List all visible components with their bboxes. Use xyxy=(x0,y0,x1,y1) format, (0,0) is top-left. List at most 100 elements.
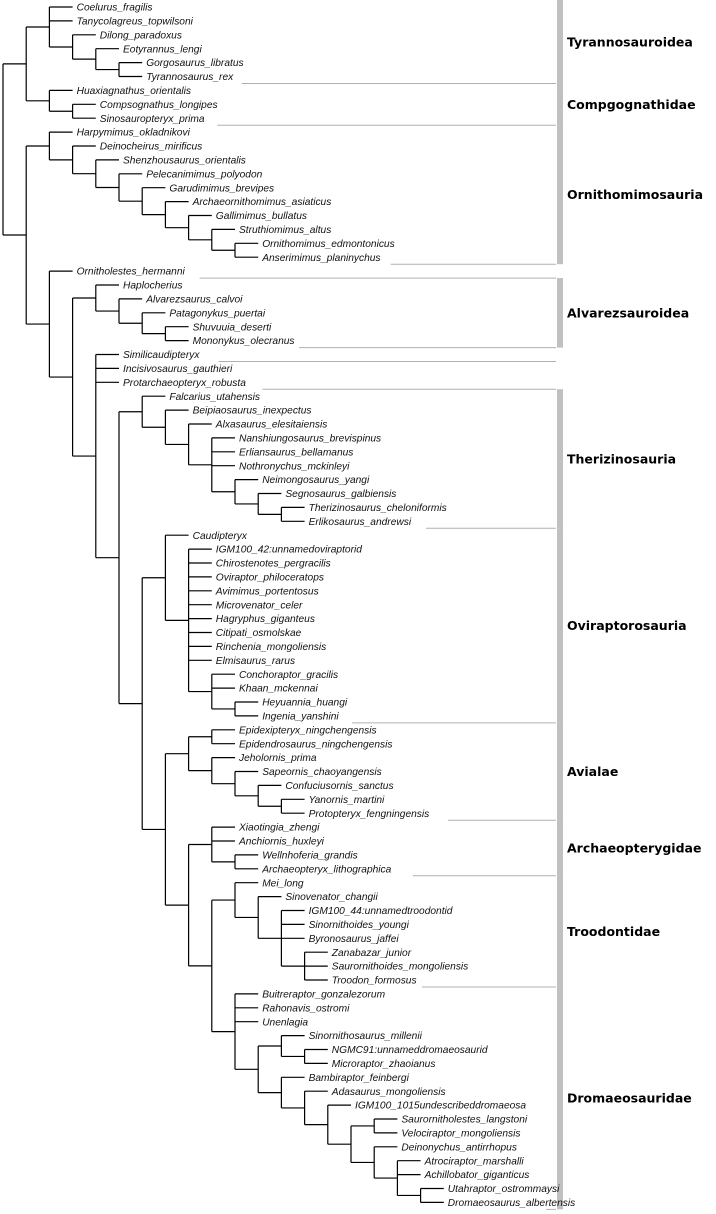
taxon-label-ngmc91-unnameddromaeosaurid: NGMC91:unnameddromaeosaurid xyxy=(332,1045,488,1056)
taxon-label-gallimimus-bullatus: Gallimimus_bullatus xyxy=(216,211,307,222)
taxon-label-wellnhoferia-grandis: Wellnhoferia_grandis xyxy=(262,851,358,862)
taxon-label-epidexipteryx-ningchengensis: Epidexipteryx_ningchengensis xyxy=(239,725,377,736)
taxon-label-troodon-formosus: Troodon_formosus xyxy=(332,976,417,987)
taxon-label-citipati-osmolskae: Citipati_osmolskae xyxy=(216,628,302,639)
taxon-label-beipiaosaurus-inexpectus: Beipiaosaurus_inexpectus xyxy=(193,406,312,417)
taxon-label-alxasaurus-elesitaiensis: Alxasaurus_elesitaiensis xyxy=(215,420,328,431)
taxon-label-avimimus-portentosus: Avimimus_portentosus xyxy=(215,586,319,597)
taxon-label-ornithomimus-edmontonicus: Ornithomimus_edmontonicus xyxy=(262,239,395,250)
tree-edges xyxy=(2,6,444,1204)
taxon-label-sinovenator-changii: Sinovenator_changii xyxy=(285,892,378,903)
taxon-label-heyuannia-huangi: Heyuannia_huangi xyxy=(262,698,348,709)
clade-labels: TyrannosauroideaCompgognathidaeOrnithomi… xyxy=(567,34,703,1105)
taxon-label-anchiornis-huxleyi: Anchiornis_huxleyi xyxy=(238,837,325,848)
taxon-label-shenzhousaurus-orientalis: Shenzhousaurus_orientalis xyxy=(123,156,246,167)
taxon-label-patagonykus-puertai: Patagonykus_puertai xyxy=(169,308,265,319)
taxon-label-microraptor-zhaoianus: Microraptor_zhaoianus xyxy=(332,1059,436,1070)
taxon-label-sapeornis-chaoyangensis: Sapeornis_chaoyangensis xyxy=(262,767,382,778)
taxon-label-dromaeosaurus-albertensis: Dromaeosaurus_albertensis xyxy=(448,1198,575,1209)
taxon-label-haplocherius: Haplocherius xyxy=(123,281,182,292)
taxon-label-dilong-paradoxus: Dilong_paradoxus xyxy=(100,30,182,41)
clade-label-archaeopterygidae: Archaeopterygidae xyxy=(567,840,701,855)
taxon-label-chirostenotes-pergracilis: Chirostenotes_pergracilis xyxy=(216,559,331,570)
taxon-label-rahonavis-ostromi: Rahonavis_ostromi xyxy=(262,1003,350,1014)
taxon-label-tyrannosaurus-rex: Tyrannosaurus_rex xyxy=(146,72,234,83)
taxon-label-atrociraptor-marshalli: Atrociraptor_marshalli xyxy=(424,1156,525,1167)
taxon-label-nothronychus-mckinleyi: Nothronychus_mckinleyi xyxy=(239,461,350,472)
taxon-label-confuciusornis-sanctus: Confuciusornis_sanctus xyxy=(285,781,393,792)
taxon-label-elmisaurus-rarus: Elmisaurus_rarus xyxy=(216,656,295,667)
clade-label-avialae: Avialae xyxy=(567,764,618,779)
clade-label-compgognathidae: Compgognathidae xyxy=(567,97,696,112)
taxon-label-velociraptor-mongoliensis: Velociraptor_mongoliensis xyxy=(401,1129,520,1140)
clade-bar-therizinosauria xyxy=(557,389,563,529)
clade-bar-troodontidae xyxy=(557,875,563,987)
clade-label-therizinosauria: Therizinosauria xyxy=(567,451,676,466)
clade-bars xyxy=(557,0,563,1210)
taxon-label-saurornithoides-mongoliensis: Saurornithoides_mongoliensis xyxy=(332,962,468,973)
clade-label-ornithomimosauria: Ornithomimosauria xyxy=(567,187,703,202)
taxon-label-falcarius-utahensis: Falcarius_utahensis xyxy=(169,392,260,403)
taxon-label-adasaurus-mongoliensis: Adasaurus_mongoliensis xyxy=(331,1087,446,1098)
taxon-label-mei-long: Mei_long xyxy=(262,878,304,889)
clade-separators xyxy=(199,83,556,1210)
clade-bar-avialae xyxy=(557,722,563,821)
taxon-label-achillobator-giganticus: Achillobator_giganticus xyxy=(424,1170,530,1181)
taxon-label-unenlagia: Unenlagia xyxy=(262,1017,308,1028)
taxon-label-sinosauropteryx-prima: Sinosauropteryx_prima xyxy=(100,114,205,125)
taxon-label-incisivosaurus-gauthieri: Incisivosaurus_gauthieri xyxy=(123,364,233,375)
taxon-label-caudipteryx: Caudipteryx xyxy=(193,531,248,542)
taxon-label-microvenator-celer: Microvenator_celer xyxy=(216,600,303,611)
taxon-label-epidendrosaurus-ningchengensis: Epidendrosaurus_ningchengensis xyxy=(239,739,393,750)
taxon-label-khaan-mckennai: Khaan_mckennai xyxy=(239,684,318,695)
taxon-label-rinchenia-mongoliensis: Rinchenia_mongoliensis xyxy=(216,642,326,653)
taxon-label-igm100-42-unnamedoviraptorid: IGM100_42:unnamedoviraptorid xyxy=(216,545,362,556)
taxon-label-pelecanimimus-polyodon: Pelecanimimus_polyodon xyxy=(146,169,262,180)
clade-label-oviraptorosauria: Oviraptorosauria xyxy=(567,618,687,633)
taxon-label-yanornis-martini: Yanornis_martini xyxy=(309,795,385,806)
taxon-label-archaeornithomimus-asiaticus: Archaeornithomimus_asiaticus xyxy=(192,197,332,208)
taxon-label-alvarezsaurus-calvoi: Alvarezsaurus_calvoi xyxy=(145,295,243,306)
taxon-label-conchoraptor-gracilis: Conchoraptor_gracilis xyxy=(239,670,338,681)
taxon-label-igm100-44-unnamedtroodontid: IGM100_44:unnamedtroodontid xyxy=(309,906,453,917)
taxon-label-deinocheirus-mirificus: Deinocheirus_mirificus xyxy=(100,142,202,153)
taxon-label-coelurus-fragilis: Coelurus_fragilis xyxy=(77,3,153,14)
taxon-label-similicaudipteryx: Similicaudipteryx xyxy=(123,350,200,361)
clade-label-dromaeosauridae: Dromaeosauridae xyxy=(567,1091,692,1106)
taxon-label-erliansaurus-bellamanus: Erliansaurus_bellamanus xyxy=(239,447,353,458)
taxon-label-saurornitholestes-langstoni: Saurornitholestes_langstoni xyxy=(401,1115,527,1126)
taxon-label-ingenia-yanshini: Ingenia_yanshini xyxy=(262,712,339,723)
clade-bar-oviraptorosauria xyxy=(557,528,563,723)
taxon-label-jeholornis-prima: Jeholornis_prima xyxy=(238,753,317,764)
taxon-label-oviraptor-philoceratops: Oviraptor_philoceratops xyxy=(216,573,324,584)
taxon-label-protopteryx-fengningensis: Protopteryx_fengningensis xyxy=(309,809,430,820)
taxon-label-protarchaeopteryx-robusta: Protarchaeopteryx_robusta xyxy=(123,378,246,389)
taxon-label-segnosaurus-galbiensis: Segnosaurus_galbiensis xyxy=(285,489,396,500)
taxon-labels: Coelurus_fragilisTanycolagreus_topwilson… xyxy=(77,3,576,1209)
taxon-label-therizinosaurus-cheloniformis: Therizinosaurus_cheloniformis xyxy=(309,503,447,514)
taxon-label-harpymimus-okladnikovi: Harpymimus_okladnikovi xyxy=(77,128,191,139)
taxon-label-erlikosaurus-andrewsi: Erlikosaurus_andrewsi xyxy=(309,517,412,528)
taxon-label-eotyrannus-lengi: Eotyrannus_lengi xyxy=(123,44,202,55)
taxon-label-utahraptor-ostrommaysi: Utahraptor_ostrommaysi xyxy=(448,1184,560,1195)
taxon-label-compsognathus-longipes: Compsognathus_longipes xyxy=(100,100,218,111)
clade-bar-tyrannosauroidea xyxy=(557,0,563,84)
clade-label-tyrannosauroidea: Tyrannosauroidea xyxy=(567,34,693,49)
taxon-label-zanabazar-junior: Zanabazar_junior xyxy=(331,948,412,959)
taxon-label-xiaotingia-zhengi: Xiaotingia_zhengi xyxy=(238,823,320,834)
taxon-label-sinornithoides-youngi: Sinornithoides_youngi xyxy=(309,920,410,931)
clade-label-alvarezsauroidea: Alvarezsauroidea xyxy=(567,305,689,320)
taxon-label-mononykus-olecranus: Mononykus_olecranus xyxy=(193,336,295,347)
clade-bar-archaeopterygidae xyxy=(557,820,563,876)
clade-bar-ornithomimosauria xyxy=(557,125,563,265)
taxon-label-neimongosaurus-yangi: Neimongosaurus_yangi xyxy=(262,475,370,486)
clade-label-troodontidae: Troodontidae xyxy=(567,924,660,939)
taxon-label-shuvuuia-deserti: Shuvuuia_deserti xyxy=(193,322,272,333)
taxon-label-sinornithosaurus-millenii: Sinornithosaurus_millenii xyxy=(309,1031,423,1042)
taxon-label-hagryphus-giganteus: Hagryphus_giganteus xyxy=(216,614,315,625)
taxon-label-gorgosaurus-libratus: Gorgosaurus_libratus xyxy=(146,58,243,69)
taxon-label-deinonychus-antirrhopus: Deinonychus_antirrhopus xyxy=(401,1142,517,1153)
clade-bar-alvarezsauroidea xyxy=(557,278,563,348)
taxon-label-garudimimus-brevipes: Garudimimus_brevipes xyxy=(169,183,274,194)
